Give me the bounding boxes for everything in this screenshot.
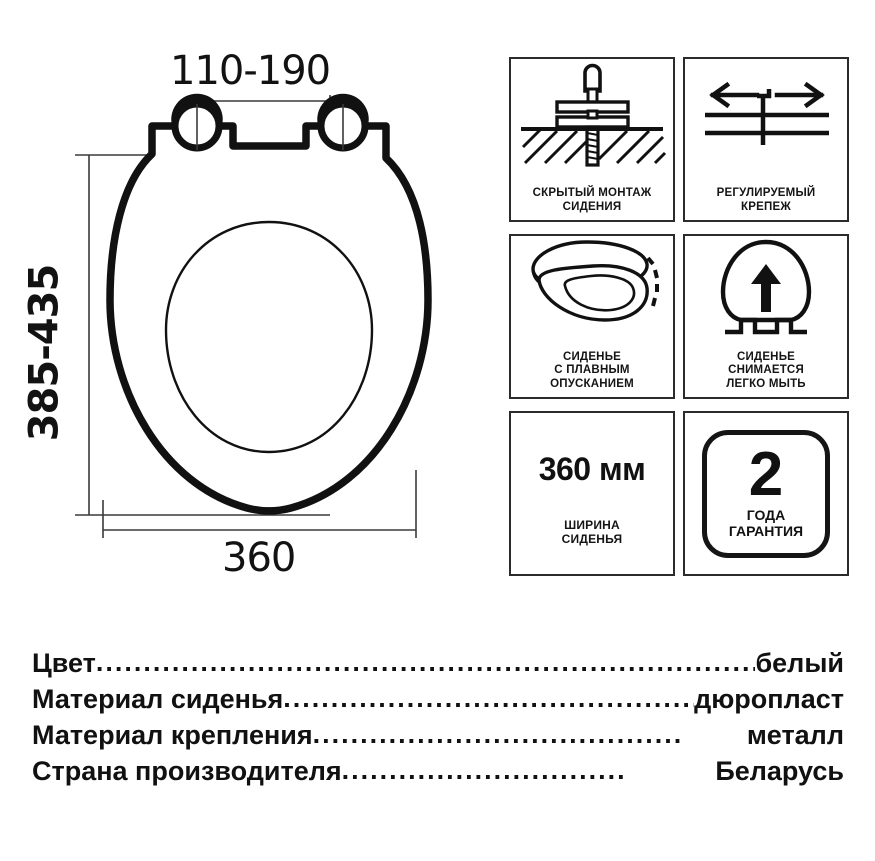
adjustable-fastener-arrows-icon [691, 59, 841, 167]
warranty-years-number: 2 [748, 440, 784, 509]
seat-width-dimension-label: 360 [222, 535, 296, 581]
spec-row: Материал крепления .....................… [32, 717, 844, 753]
soft-close-seat-icon [517, 236, 667, 336]
feature-card-adjustable-fastener: РЕГУЛИРУЕМЫЙ КРЕПЕЖ [683, 57, 849, 222]
warranty-caption: ГОДА ГАРАНТИЯ [728, 507, 804, 539]
spec-row: Страна производителя ...................… [32, 753, 844, 789]
spec-value: белый [755, 648, 844, 678]
feature-card-seat-width: 360 мм ШИРИНА СИДЕНЬЯ [509, 411, 675, 576]
feature-caption: СИДЕНЬЕ С ПЛАВНЫМ ОПУСКАНИЕМ [550, 350, 634, 390]
specifications-table: Цвет ...................................… [32, 645, 844, 789]
hinge-spacing-dimension-label: 110-190 [170, 48, 331, 94]
spec-label: Материал сиденья [32, 684, 284, 714]
spec-row: Материал сиденья .......................… [32, 681, 844, 717]
removable-seat-arrow-icon [691, 236, 841, 338]
spec-row: Цвет ...................................… [32, 645, 844, 681]
spec-value: дюропласт [694, 684, 844, 714]
spec-leader-dots: ....................................... [312, 719, 684, 749]
spec-value: металл [746, 720, 844, 750]
spec-label: Страна производителя [32, 756, 342, 786]
technical-drawing-panel: 110-190 385-435 360 [0, 0, 490, 620]
spec-label: Материал крепления [32, 720, 313, 750]
spec-leader-dots: .............................. [341, 755, 627, 785]
feature-caption: СКРЫТЫЙ МОНТАЖ СИДЕНИЯ [532, 187, 652, 213]
seat-inner-opening [164, 220, 374, 454]
hidden-mounting-bolt-icon [517, 59, 667, 169]
dimension-lines [75, 95, 417, 538]
spec-label: Цвет [32, 648, 96, 678]
feature-card-hidden-mounting: СКРЫТЫЙ МОНТАЖ СИДЕНИЯ [509, 57, 675, 222]
seat-width-caption: ШИРИНА СИДЕНЬЯ [561, 518, 623, 546]
feature-card-soft-close: СИДЕНЬЕ С ПЛАВНЫМ ОПУСКАНИЕМ [509, 234, 675, 399]
feature-card-removable-seat: СИДЕНЬЕ СНИМАЕТСЯ ЛЕГКО МЫТЬ [683, 234, 849, 399]
spec-leader-dots: ........................................… [95, 647, 756, 677]
feature-icon-grid: СКРЫТЫЙ МОНТАЖ СИДЕНИЯ [509, 57, 849, 576]
seat-width-value: 360 мм [538, 451, 646, 487]
spec-leader-dots: ........................................… [283, 683, 695, 713]
toilet-seat-outline-svg [75, 93, 432, 538]
feature-caption: РЕГУЛИРУЕМЫЙ КРЕПЕЖ [716, 187, 816, 213]
product-diagram-area: 110-190 385-435 360 [0, 0, 849, 620]
spec-value: Беларусь [715, 756, 844, 786]
feature-caption: СИДЕНЬЕ СНИМАЕТСЯ ЛЕГКО МЫТЬ [726, 350, 806, 390]
seat-length-dimension-label: 385-435 [21, 264, 68, 442]
feature-card-warranty: 2 ГОДА ГАРАНТИЯ [683, 411, 849, 576]
warranty-badge: 2 ГОДА ГАРАНТИЯ [702, 429, 830, 558]
